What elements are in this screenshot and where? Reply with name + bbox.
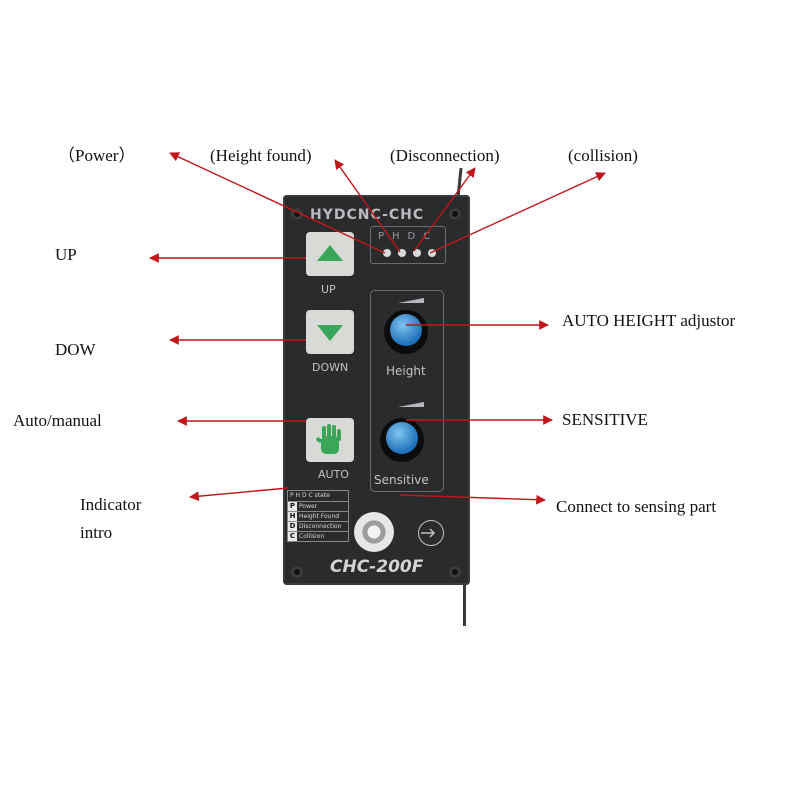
triangle-up-icon (317, 245, 343, 261)
callout-connect: Connect to sensing part (556, 497, 717, 516)
arrow-connect (399, 494, 546, 505)
legend-text: Disconnection (299, 523, 342, 530)
legend-key: C (288, 532, 297, 541)
callout-indicator-line2: intro (80, 523, 113, 542)
callout-auto-manual: Auto/manual (13, 411, 102, 430)
sensing-port-icon (418, 520, 444, 546)
legend-key: D (288, 522, 297, 531)
up-button[interactable] (306, 232, 354, 276)
callout-sensitive: SENSITIVE (562, 410, 648, 429)
hand-icon (316, 424, 341, 454)
height-knob[interactable] (384, 310, 428, 354)
legend-key: H (288, 512, 297, 521)
callout-collision: (collision) (568, 146, 638, 165)
screw-bottom-left (291, 566, 303, 578)
sensitive-knob[interactable] (380, 418, 424, 462)
auto-manual-button[interactable] (306, 418, 354, 462)
bnc-connector[interactable] (354, 512, 394, 552)
legend-title: P H D C state (288, 491, 348, 502)
indicator-letters: PHDC (378, 231, 439, 242)
height-knob-label: Height (386, 364, 426, 378)
triangle-down-icon (317, 325, 343, 341)
down-button[interactable] (306, 310, 354, 354)
legend-text: Collision (299, 533, 325, 540)
callout-auto-height: AUTO HEIGHT adjustor (562, 311, 736, 330)
screw-bottom-right (449, 566, 461, 578)
callout-power: （Power） (58, 146, 136, 165)
indicator-box (370, 226, 446, 264)
sensitive-ramp (398, 402, 424, 407)
led-power (383, 249, 391, 257)
callout-height-found: (Height found) (210, 146, 312, 165)
arrow-collision (429, 172, 606, 254)
model-label: CHC-200F (330, 557, 424, 577)
height-ramp (398, 298, 424, 303)
knob-group (370, 290, 444, 492)
sensitive-knob-label: Sensitive (374, 473, 429, 487)
up-button-label: UP (321, 283, 336, 296)
led-collision (428, 249, 436, 257)
brand-label: HYDCNC-CHC (310, 207, 425, 223)
sensitive-knob-cap (386, 422, 418, 454)
callout-up: UP (55, 245, 77, 264)
led-disconnection (413, 249, 421, 257)
led-height-found (398, 249, 406, 257)
callout-down: DOW (55, 340, 96, 359)
arrow-height-found (334, 159, 401, 253)
arrow-power (169, 152, 386, 254)
legend-text: Power (299, 503, 318, 510)
height-knob-cap (390, 314, 422, 346)
cable-bottom (463, 580, 466, 626)
arrow-indicator (189, 487, 289, 502)
down-button-label: DOWN (312, 361, 349, 374)
callout-disconnection: (Disconnection) (390, 146, 500, 165)
legend-text: Height Found (299, 513, 340, 520)
auto-button-label: AUTO (318, 468, 349, 481)
arrow-disconnection (413, 167, 476, 252)
screw-top-right (449, 208, 461, 220)
legend-key: P (288, 502, 297, 511)
callout-indicator-line1: Indicator (80, 495, 142, 514)
